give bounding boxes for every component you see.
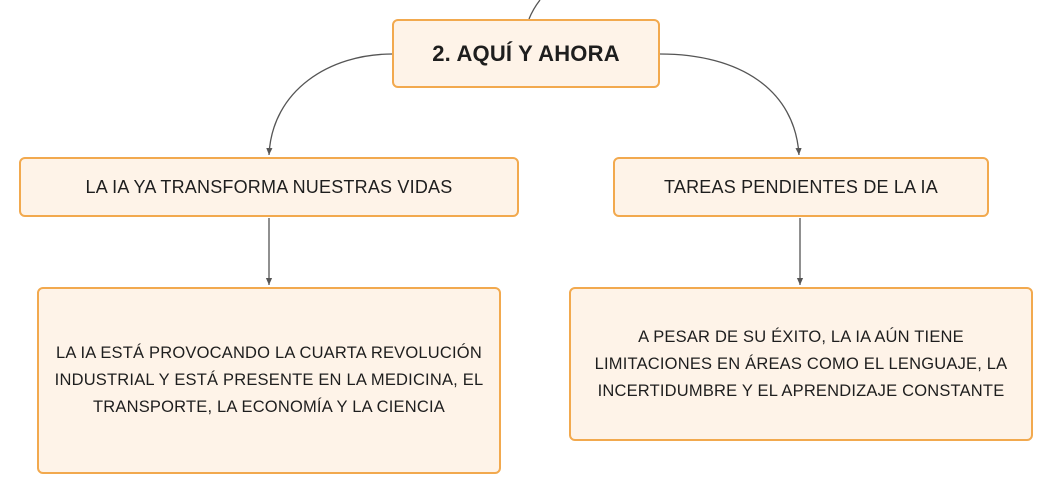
branch-node-label: LA IA YA TRANSFORMA NUESTRAS VIDAS	[85, 176, 453, 197]
branch-node-ia-transforma[interactable]: LA IA YA TRANSFORMA NUESTRAS VIDAS	[19, 157, 519, 217]
root-node-label: 2. AQUÍ Y AHORA	[432, 40, 620, 66]
connector-root-to-right-branch	[659, 53, 802, 156]
detail-node-text: LA IA ESTÁ PROVOCANDO LA CUARTA REVOLUCI…	[54, 344, 484, 416]
branch-node-tareas-pendientes[interactable]: TAREAS PENDIENTES DE LA IA	[613, 157, 989, 217]
detail-node-text: A PESAR DE SU ÉXITO, LA IA AÚN TIENE LIM…	[594, 327, 1008, 400]
connector-root-to-left-branch	[266, 53, 393, 156]
branch-node-label: TAREAS PENDIENTES DE LA IA	[664, 176, 938, 197]
root-node[interactable]: 2. AQUÍ Y AHORA	[392, 19, 660, 88]
detail-node-cuarta-revolucion[interactable]: LA IA ESTÁ PROVOCANDO LA CUARTA REVOLUCI…	[37, 287, 501, 474]
connector-parent-to-root	[528, 0, 541, 20]
detail-node-limitaciones[interactable]: A PESAR DE SU ÉXITO, LA IA AÚN TIENE LIM…	[569, 287, 1033, 441]
